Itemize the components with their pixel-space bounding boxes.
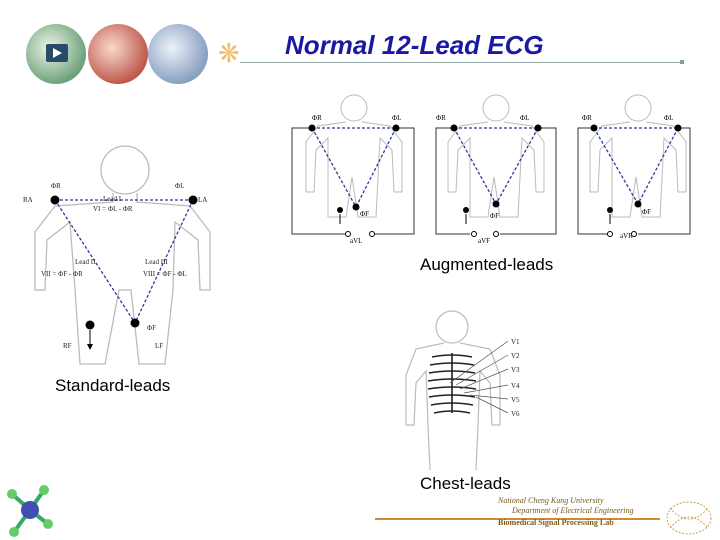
flower-icon: ❋ [218, 39, 240, 68]
footer-lab: Biomedical Signal Processing Lab [498, 518, 614, 527]
footer-rule [375, 518, 660, 520]
v4-label: V4 [511, 382, 520, 390]
augmented-lead-panel: ΦR ΦL ΦF aVL [291, 94, 415, 245]
augmented-lead-panel: ΦR ΦL ΦF aVR [577, 94, 691, 240]
augmented-leads-caption: Augmented-leads [420, 255, 554, 274]
globe-icon [148, 24, 208, 84]
v3-label: V3 [511, 366, 520, 374]
phi-f-label: ΦF [147, 324, 156, 332]
phi-f-label: ΦF [490, 212, 499, 220]
phi-r-label: ΦR [51, 182, 61, 190]
lead1-equation: VI = ΦL - ΦR [93, 205, 133, 213]
phi-f-label: ΦF [642, 208, 651, 216]
footer-department: Department of Electrical Engineering [512, 506, 634, 515]
augmented-lead-panel: ΦR ΦL ΦF aVF [435, 94, 557, 245]
footer-text: National Cheng Kung University Departmen… [498, 496, 634, 528]
lead3-equation: VIII = ΦF - ΦL [143, 270, 187, 278]
phi-l-label: ΦL [664, 114, 673, 122]
title-rule-end [680, 60, 684, 64]
phi-f-label: ΦF [360, 210, 369, 218]
avr-label: aVR [620, 232, 633, 240]
phi-l-label: ΦL [175, 182, 184, 190]
v5-label: V5 [511, 396, 520, 404]
globe-icon [88, 24, 148, 84]
lead3-label: Lead III [145, 258, 168, 266]
phi-l-label: ΦL [520, 114, 529, 122]
page-title: Normal 12-Lead ECG [285, 30, 544, 60]
lf-label: LF [155, 342, 163, 350]
phi-l-label: ΦL [392, 114, 401, 122]
phi-r-label: ΦR [436, 114, 446, 122]
chest-labels: V1 V2 V3 V4 V5 V6 [511, 338, 520, 418]
phi-r-label: ΦR [312, 114, 322, 122]
standard-leads-diagram: ΦR ΦL RA LA Lead I VI = ΦL - ΦR Lead II … [23, 145, 211, 365]
phi-r-label: ΦR [582, 114, 592, 122]
lab-logo-icon [666, 501, 712, 535]
rf-label: RF [63, 342, 72, 350]
avl-label: aVL [350, 237, 362, 245]
header-globes-decoration: ❋ [26, 24, 240, 84]
v1-label: V1 [511, 338, 520, 346]
title-rule [240, 62, 680, 63]
lead1-label: Lead I [103, 195, 122, 203]
footer-university: National Cheng Kung University [498, 496, 604, 505]
v6-label: V6 [511, 410, 520, 418]
chest-leads-caption: Chest-leads [420, 474, 511, 493]
standard-leads-caption: Standard-leads [55, 376, 171, 395]
molecule-icon [7, 485, 53, 537]
lead2-equation: VII = ΦF - ΦR [41, 270, 83, 278]
chest-leads-diagram: V1 V2 V3 V4 V5 V6 [405, 310, 520, 471]
lead2-label: Lead II [75, 258, 96, 266]
v2-label: V2 [511, 352, 520, 360]
ra-label: RA [23, 196, 33, 204]
la-label: LA [198, 196, 207, 204]
avf-label: aVF [478, 237, 490, 245]
